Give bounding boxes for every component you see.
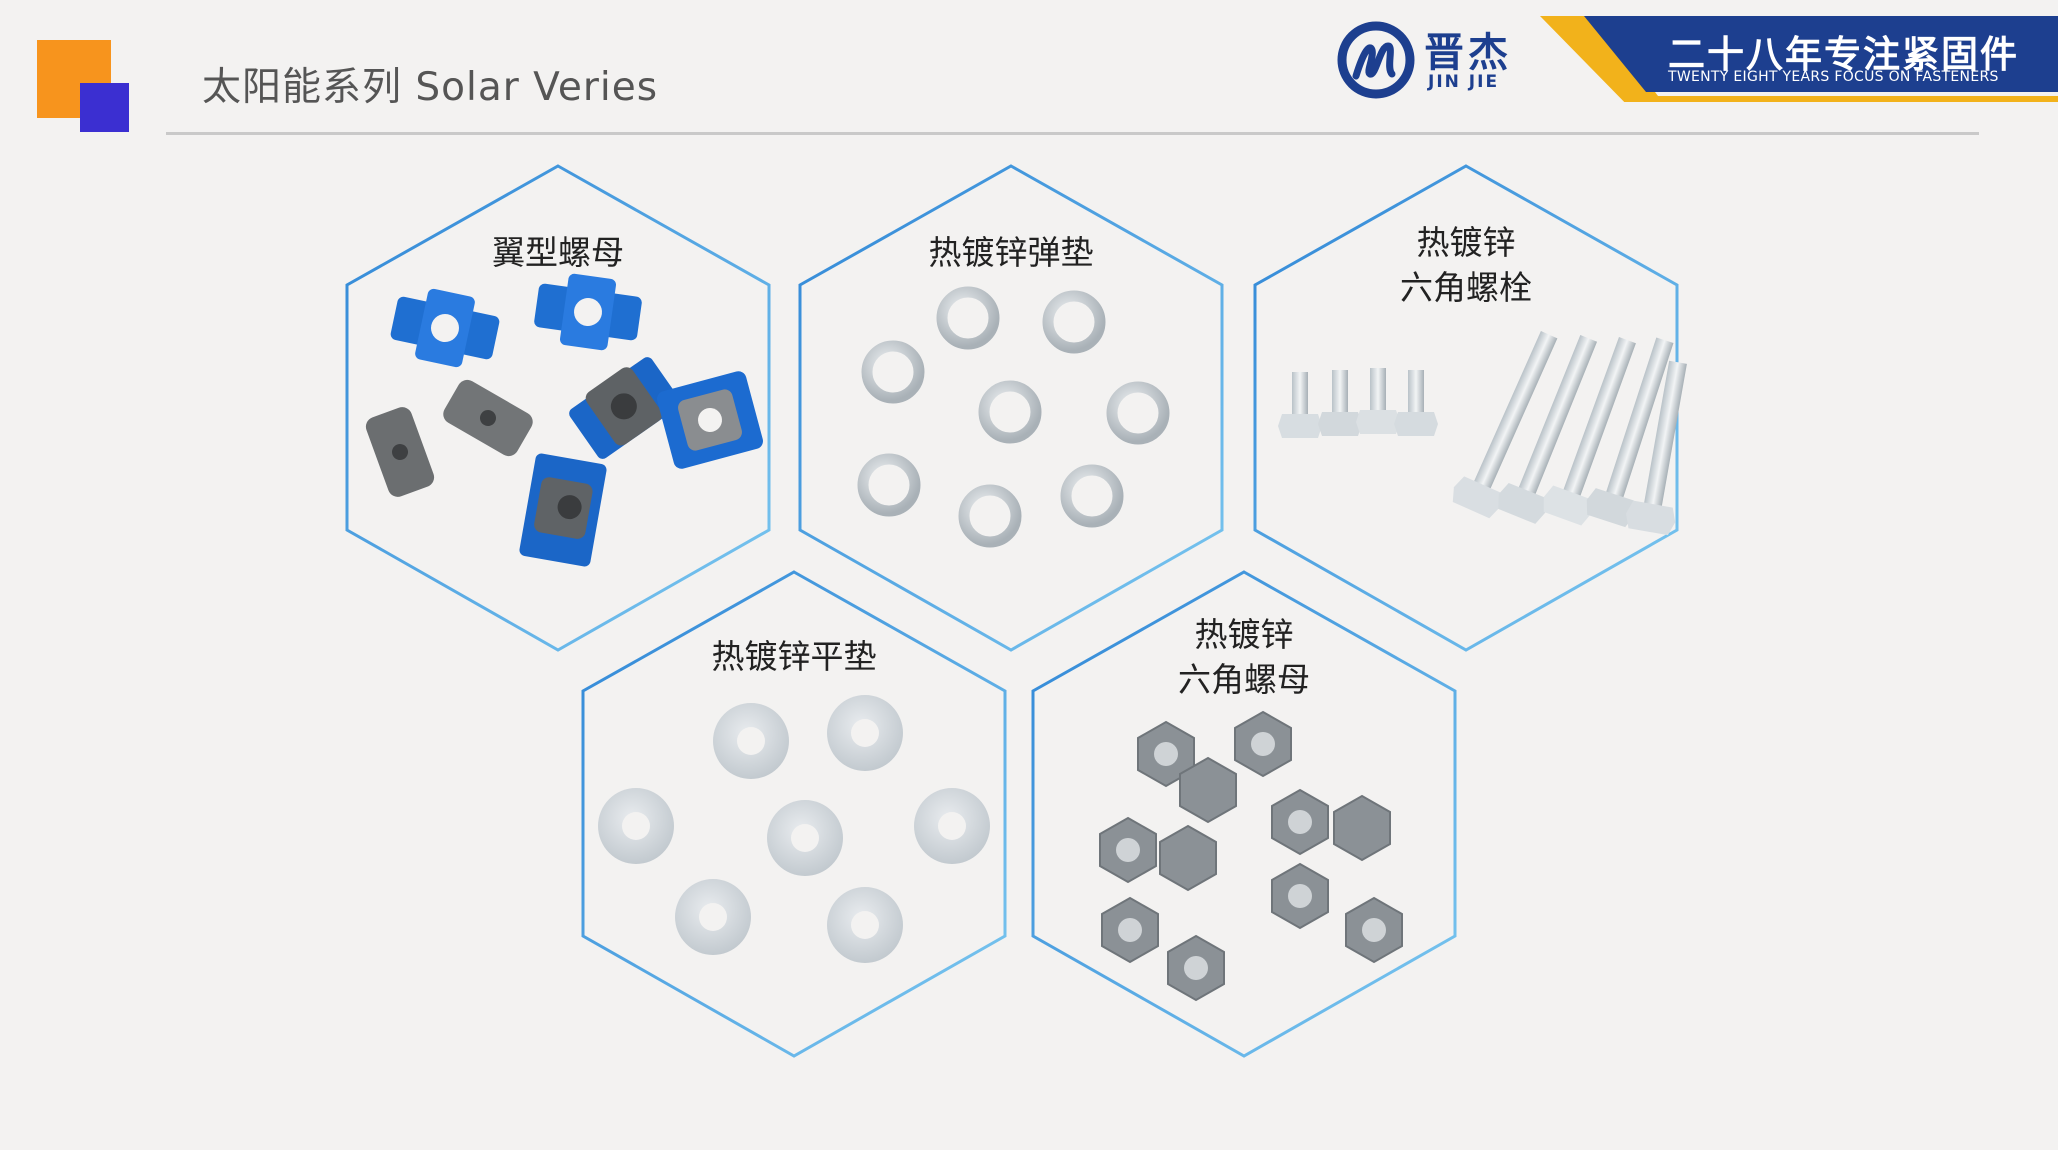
product-label-hex-nuts: 热镀锌 六角螺母 [1124, 612, 1364, 702]
product-label-line1: 热镀锌弹垫 [928, 233, 1094, 272]
decor-blue-square [80, 83, 129, 132]
logo-text-cn: 晋杰 [1424, 30, 1512, 76]
logo-text-en: JIN JIE [1428, 72, 1500, 92]
slogan-banner: 二十八年专注紧固件 TWENTY EIGHT YEARS FOCUS ON FA… [1540, 14, 2058, 102]
wing-nuts-image [365, 273, 763, 567]
hex-card-hex-nuts [1031, 570, 1457, 1058]
banner-shape [1540, 16, 2058, 102]
hex-nuts-image [1099, 710, 1403, 1002]
product-label-flat-washers: 热镀锌平垫 [674, 634, 914, 679]
product-label-hex-bolts: 热镀锌 六角螺栓 [1346, 220, 1586, 310]
product-label-wing-nuts: 翼型螺母 [458, 230, 658, 275]
product-label-line2: 六角螺栓 [1400, 268, 1532, 307]
hex-card-flat-washers [581, 570, 1007, 1058]
product-label-line2: 六角螺母 [1178, 660, 1310, 699]
slogan-text-en: TWENTY EIGHT YEARS FOCUS ON FASTENERS [1668, 69, 1999, 85]
title-divider [166, 132, 1979, 135]
hex-bolts-image [1278, 331, 1687, 536]
product-label-line1: 热镀锌平垫 [711, 637, 877, 676]
jinjie-logo-icon [1337, 21, 1415, 99]
product-label-line1: 翼型螺母 [492, 233, 624, 272]
product-label-spring-washers: 热镀锌弹垫 [891, 230, 1131, 275]
hex-card-spring-washers [798, 164, 1224, 652]
product-label-line1: 热镀锌 [1194, 615, 1294, 654]
flat-washers-image [598, 695, 990, 963]
product-label-line1: 热镀锌 [1416, 223, 1516, 262]
spring-washers-image [857, 286, 1170, 548]
hex-card-wing-nuts [345, 164, 771, 652]
company-logo: 晋杰 JIN JIE [1336, 16, 1518, 99]
page-title: 太阳能系列 Solar Veries [202, 65, 659, 110]
hex-card-hex-bolts [1253, 164, 1679, 652]
slogan-text-cn: 二十八年专注紧固件 [1668, 33, 2019, 76]
